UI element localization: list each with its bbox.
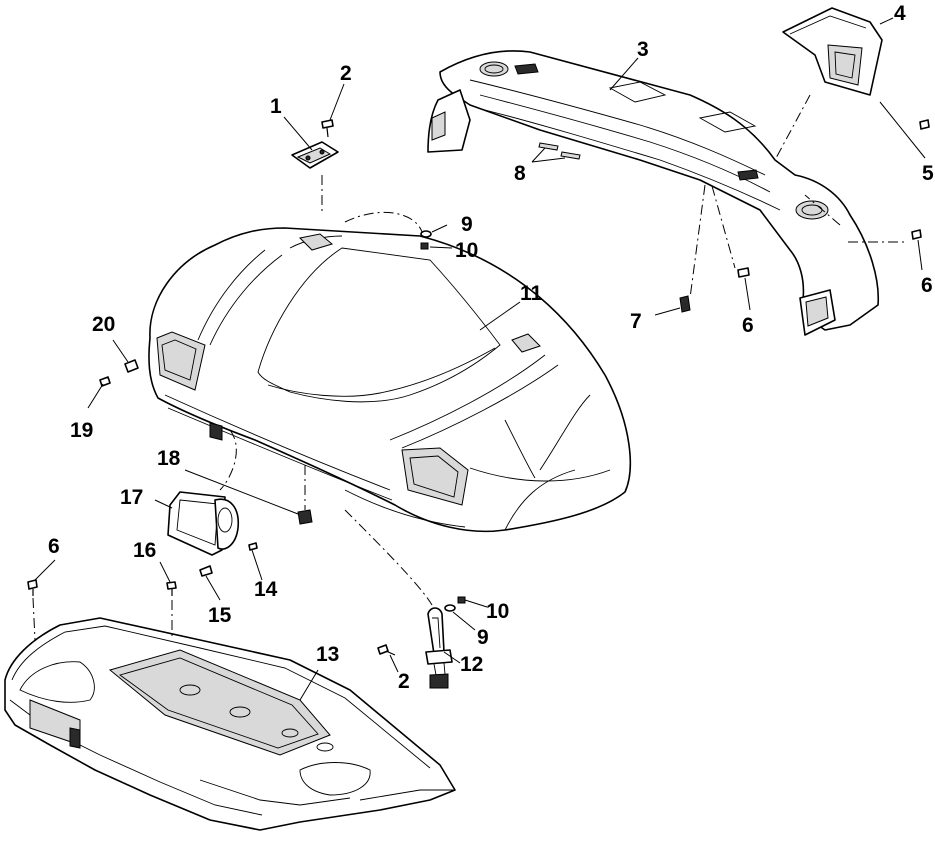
callout-11: 11 [520, 282, 543, 305]
hinge-part-1 [291, 141, 339, 169]
rear-bumper-part-3 [427, 50, 880, 336]
callout-9-bottom: 9 [477, 626, 489, 649]
callout-18: 18 [157, 447, 181, 470]
callout-4: 4 [894, 2, 906, 25]
callout-20: 20 [92, 313, 115, 336]
latch-strap-part-12 [425, 607, 453, 689]
callout-16: 16 [133, 539, 156, 562]
callouts: 1 2 2 3 4 5 6 6 6 7 8 9 9 10 10 11 12 13… [48, 2, 934, 693]
leader-lines [32, 17, 926, 701]
callout-1: 1 [270, 95, 282, 118]
callout-2-bottom: 2 [398, 670, 410, 693]
callout-3: 3 [637, 38, 649, 61]
callout-12: 12 [460, 653, 483, 676]
callout-6-left: 6 [48, 535, 60, 558]
callout-9-top: 9 [461, 213, 473, 236]
callout-8: 8 [514, 162, 526, 185]
callout-2-top: 2 [340, 62, 352, 85]
callout-7: 7 [630, 310, 642, 333]
callout-6-mid: 6 [742, 314, 754, 337]
hardware [27, 119, 930, 656]
floor-pan-part-13 [4, 617, 456, 831]
callout-10-top: 10 [455, 239, 478, 262]
callout-15: 15 [208, 604, 232, 627]
rear-body-part-11 [148, 227, 632, 533]
callout-10-bottom: 10 [486, 600, 509, 623]
callout-19: 19 [70, 419, 93, 442]
callout-17: 17 [120, 486, 143, 509]
callout-5: 5 [922, 162, 934, 185]
callout-6-right: 6 [921, 274, 933, 297]
vent-bracket-part-4 [782, 7, 883, 96]
tail-light-part-17 [167, 491, 240, 556]
callout-13: 13 [316, 643, 339, 666]
callout-14: 14 [254, 578, 278, 601]
